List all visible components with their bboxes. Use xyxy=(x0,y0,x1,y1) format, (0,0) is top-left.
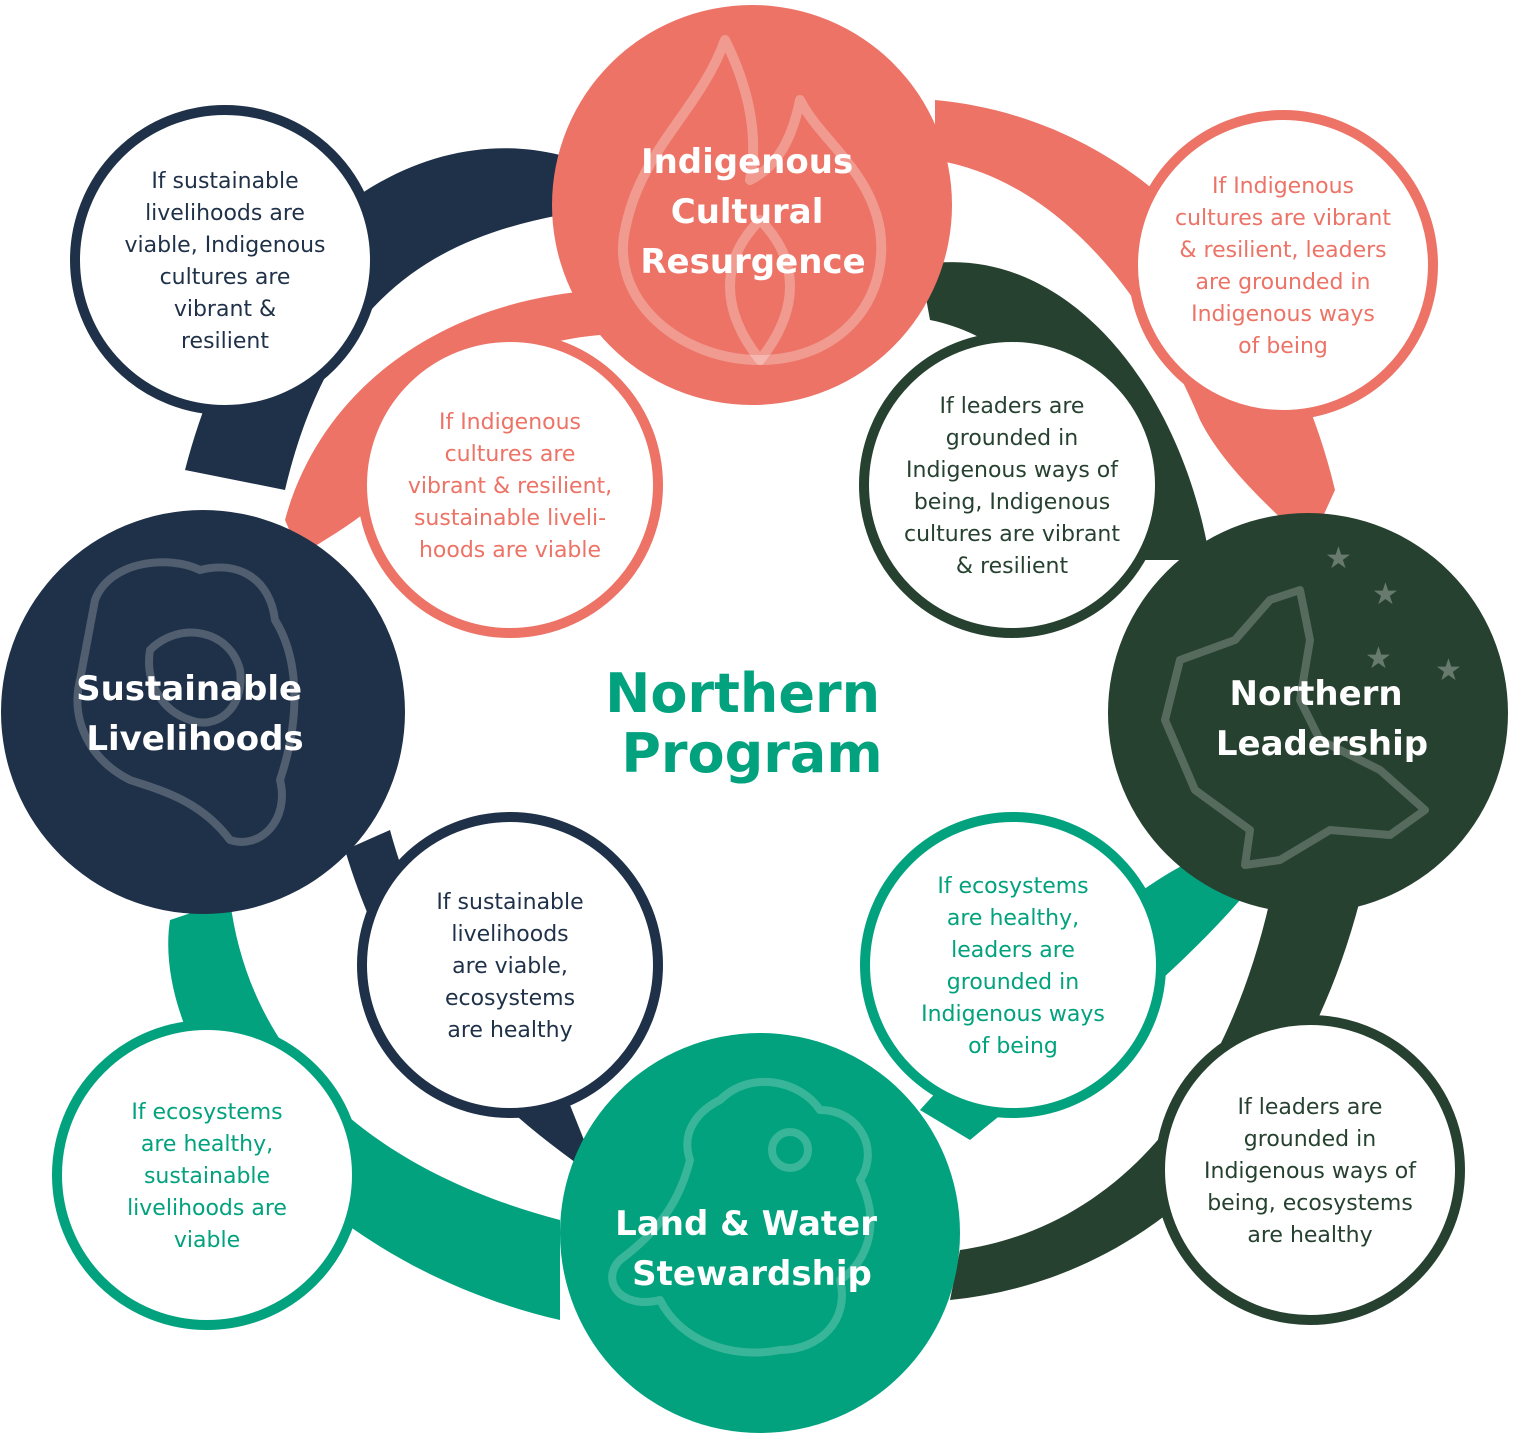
bubble-text-line: of being xyxy=(968,1034,1058,1059)
node-livelihoods-circle xyxy=(1,510,405,914)
bubble-bottom-right-text: If leaders are grounded in Indigenous ways… xyxy=(1204,1095,1417,1248)
bubble-inner-green-circle xyxy=(860,812,1166,1118)
bubble-top-left-text: If sustainable livelihoods are viable, Ind… xyxy=(124,169,325,354)
bubble-text-line: cultures are xyxy=(160,265,291,290)
bubble-text-line: Indigenous ways of xyxy=(1204,1159,1417,1184)
bubble-text-line: are grounded in xyxy=(1196,270,1371,295)
bubble-text-line: of being xyxy=(1238,334,1328,359)
bubble-text-line: & resilient xyxy=(956,554,1069,579)
bubble-top-right-circle xyxy=(1128,110,1438,420)
node-leadership-title-line: Leadership xyxy=(1216,724,1428,764)
bubble-text-line: livelihoods are xyxy=(127,1196,287,1221)
bubble-text-line: hoods are viable xyxy=(419,538,601,563)
bubble-text-line: cultures are vibrant xyxy=(904,522,1120,547)
node-culture-title-line: Indigenous xyxy=(641,142,853,182)
bubble-bottom-left-text: If ecosystems are healthy, sustainable live… xyxy=(127,1100,287,1253)
bubble-text-line: Indigenous ways of xyxy=(906,458,1119,483)
star-icons: ★ ★ ★ ★ xyxy=(1325,541,1462,688)
bubble-text-line: grounded in xyxy=(946,426,1078,451)
coral-arc-right xyxy=(935,100,1335,545)
bubble-inner-navy-text: If sustainable livelihoods are viable, ecos… xyxy=(436,890,583,1043)
bubble-text-line: If ecosystems xyxy=(131,1100,282,1125)
bubble-text-line: are healthy xyxy=(447,1018,572,1043)
center-title-line: Program xyxy=(621,722,882,785)
bubble-text-line: are healthy xyxy=(1247,1223,1372,1248)
bubble-text-line: vibrant & resilient, xyxy=(408,474,612,499)
svg-text:★: ★ xyxy=(1435,653,1462,688)
bubble-text-line: are healthy, xyxy=(141,1132,273,1157)
bubble-text-line: cultures are vibrant xyxy=(1175,206,1391,231)
bubble-text-line: If sustainable xyxy=(151,169,298,194)
bubble-text-line: livelihoods xyxy=(451,922,568,947)
node-livelihoods-title: Sustainable Livelihoods xyxy=(76,669,314,759)
bubble-text-line: If leaders are xyxy=(1238,1095,1383,1120)
bubble-text-line: If ecosystems xyxy=(937,874,1088,899)
bubble-inner-coral-circle xyxy=(357,332,663,638)
bubble-top-left-circle xyxy=(70,105,380,415)
node-livelihoods-title-line: Livelihoods xyxy=(86,719,303,759)
svg-text:★: ★ xyxy=(1325,541,1352,576)
node-land-circle xyxy=(560,1033,960,1433)
svg-text:★: ★ xyxy=(1372,577,1399,612)
node-culture-title-line: Resurgence xyxy=(640,242,865,282)
center-title-line: Northern xyxy=(605,662,880,725)
bubble-text-line: grounded in xyxy=(1244,1127,1376,1152)
bubble-text-line: If sustainable xyxy=(436,890,583,915)
bubble-text-line: If Indigenous xyxy=(439,410,581,435)
bubble-text-line: cultures are xyxy=(445,442,576,467)
center-title: Northern Program xyxy=(605,662,899,785)
bubble-text-line: being, Indigenous xyxy=(914,490,1110,515)
bubble-text-line: are healthy, xyxy=(947,906,1079,931)
howling-wolf-icon xyxy=(1161,586,1429,869)
bubble-bottom-right-circle xyxy=(1155,1015,1465,1325)
bubble-group: If sustainable livelihoods are viable, Ind… xyxy=(52,105,1465,1330)
bubble-text-line: If Indigenous xyxy=(1212,174,1354,199)
bubble-text-line: Indigenous ways xyxy=(1191,302,1375,327)
flame-icon xyxy=(618,35,887,365)
node-livelihoods-title-line: Sustainable xyxy=(76,669,302,709)
node-land-title-line: Stewardship xyxy=(632,1254,872,1294)
svg-text:★: ★ xyxy=(1365,641,1392,676)
node-culture-title: Indigenous Cultural Resurgence xyxy=(640,142,865,282)
green-arc-left xyxy=(168,900,560,1320)
node-culture-circle xyxy=(552,5,952,405)
bubble-inner-forest-circle xyxy=(859,332,1165,638)
bubble-text-line: livelihoods are xyxy=(145,201,305,226)
node-leadership-title: Northern Leadership xyxy=(1216,674,1428,764)
bubble-text-line: viable, Indigenous xyxy=(124,233,325,258)
bubble-text-line: viable xyxy=(174,1228,240,1253)
bubble-text-line: sustainable liveli- xyxy=(414,506,606,531)
bubble-text-line: resilient xyxy=(181,329,269,354)
bubble-bottom-left-circle xyxy=(52,1020,362,1330)
node-land-title-line: Land & Water xyxy=(615,1204,877,1244)
node-leadership-title-line: Northern xyxy=(1230,674,1403,714)
bubble-text-line: are viable, xyxy=(452,954,568,979)
bubble-inner-green-text: If ecosystems are healthy, leaders are grou… xyxy=(921,874,1105,1059)
bubble-inner-forest-text: If leaders are grounded in Indigenous ways… xyxy=(904,394,1120,579)
node-leadership-circle xyxy=(1108,513,1508,913)
bubble-text-line: & resilient, leaders xyxy=(1179,238,1386,263)
bubble-top-right-text: If Indigenous cultures are vibrant & resil… xyxy=(1175,174,1391,359)
bubble-inner-navy-circle xyxy=(357,812,663,1118)
node-culture-title-line: Cultural xyxy=(671,192,824,232)
bubble-inner-coral-text: If Indigenous cultures are vibrant & resil… xyxy=(408,410,612,563)
beaver-icon xyxy=(608,1077,875,1357)
bubble-text-line: sustainable xyxy=(144,1164,270,1189)
bubble-text-line: leaders are xyxy=(951,938,1075,963)
caribou-icon xyxy=(73,558,299,846)
bubble-text-line: vibrant & xyxy=(174,297,276,322)
bubble-text-line: ecosystems xyxy=(445,986,575,1011)
node-land-title: Land & Water Stewardship xyxy=(615,1204,889,1294)
bubble-text-line: If leaders are xyxy=(940,394,1085,419)
bubble-text-line: grounded in xyxy=(947,970,1079,995)
bubble-text-line: Indigenous ways xyxy=(921,1002,1105,1027)
forest-arc-lower xyxy=(950,900,1360,1300)
bubble-text-line: being, ecosystems xyxy=(1207,1191,1413,1216)
